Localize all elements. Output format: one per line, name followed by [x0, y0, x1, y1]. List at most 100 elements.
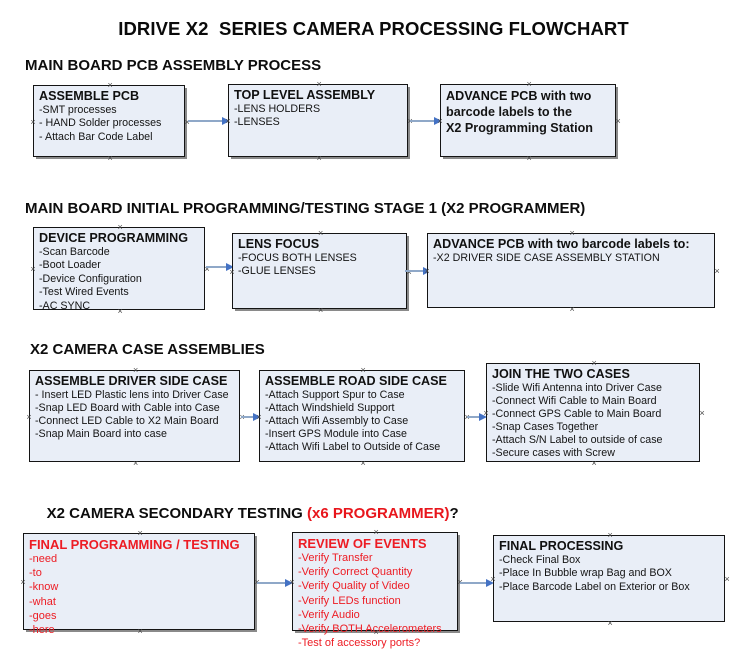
process-box-join-the-two-cases[interactable]: JOIN THE TWO CASES -Slide Wifi Antenna i…	[486, 363, 700, 462]
handle-bottom	[316, 155, 323, 162]
list-item: -AC SYNC	[39, 299, 91, 312]
process-box-top-level-assembly[interactable]: TOP LEVEL ASSEMBLY -LENS HOLDERS -LENSES	[228, 84, 408, 157]
handle-top	[591, 360, 598, 367]
connector-arrow-1-1	[188, 116, 230, 125]
list-item: -Verify Quality of Video	[298, 580, 410, 593]
section-heading-3: X2 CAMERA CASE ASSEMBLIES	[30, 341, 265, 358]
list-item: -to	[29, 567, 42, 580]
arrow-shaft	[206, 266, 227, 268]
section-heading-4: X2 CAMERA SECONDARY TESTING (x6 PROGRAMM…	[30, 488, 459, 539]
handle-right	[615, 118, 622, 125]
list-item: -Verify Transfer	[298, 552, 373, 564]
process-box-assemble-pcb[interactable]: ASSEMBLE PCB -SMT processes - HAND Solde…	[33, 85, 185, 157]
list-item: barcode labels to the	[446, 105, 572, 119]
arrow-head-icon	[222, 116, 230, 125]
list-item: -Device Configuration	[39, 272, 142, 285]
connector-arrow-1-2	[410, 116, 442, 125]
section-heading-1: MAIN BOARD PCB ASSEMBLY PROCESS	[25, 57, 322, 74]
arrow-head-icon	[434, 116, 442, 125]
process-box-device-programming[interactable]: DEVICE PROGRAMMING -Scan Barcode -Boot L…	[30, 224, 205, 313]
list-item: -Snap Cases Together	[492, 421, 599, 433]
process-box-assemble-driver-side-case[interactable]: ASSEMBLE DRIVER SIDE CASE - Insert LED P…	[29, 370, 240, 462]
process-box-lens-focus[interactable]: LENS FOCUS -FOCUS BOTH LENSES -GLUE LENS…	[232, 233, 407, 309]
handle-top	[316, 81, 323, 88]
list-item: -what	[29, 595, 56, 608]
box-item-list: - Insert LED Plastic lens into Driver Ca…	[35, 389, 235, 441]
box-item-list: -X2 DRIVER SIDE CASE ASSEMBLY STATION	[433, 252, 710, 265]
process-box-advance-pcb-driver-side-station[interactable]: ADVANCE PCB with two barcode labels to: …	[427, 233, 715, 308]
section-heading-4-tail: ?	[449, 505, 459, 522]
handle-bottom	[526, 155, 533, 162]
connector-arrow-4-1	[257, 578, 293, 587]
handle-left	[30, 266, 37, 273]
handle-top	[569, 230, 576, 237]
list-item: -Attach Wifi Assembly to Case	[265, 415, 409, 427]
list-item: -Attach Support Spur to Case	[265, 389, 405, 401]
handle-bottom	[591, 460, 598, 467]
section-heading-4-main: X2 CAMERA SECONDARY TESTING	[46, 505, 307, 522]
handle-top	[117, 224, 124, 231]
box-item-list: -Scan Barcode -Boot Loader -Device Confi…	[39, 246, 200, 313]
list-item: X2 Programming Station	[446, 121, 593, 135]
handle-bottom	[360, 460, 367, 467]
list-item: -Verify Correct Quantity	[298, 566, 413, 579]
connector-arrow-2-1	[206, 262, 234, 271]
arrow-head-icon	[479, 412, 487, 421]
box-item-list: -LENS HOLDERS -LENSES	[234, 103, 403, 130]
list-item: -Boot Loader	[39, 259, 101, 272]
arrow-head-icon	[486, 578, 494, 587]
process-box-final-processing[interactable]: FINAL PROCESSING -Check Final Box -Place…	[493, 535, 725, 622]
arrow-head-icon	[253, 412, 261, 421]
list-item: -know	[29, 581, 59, 594]
process-box-advance-pcb-programming-station[interactable]: ADVANCE PCB with two barcode labels to t…	[440, 84, 616, 157]
box-header: LENS FOCUS	[238, 237, 320, 251]
process-box-final-programming-testing[interactable]: FINAL PROGRAMMING / TESTING -need -to -k…	[20, 533, 255, 636]
handle-top	[607, 532, 614, 539]
list-item: -Scan Barcode	[39, 246, 110, 258]
box-header: ASSEMBLE ROAD SIDE CASE	[265, 374, 447, 388]
handle-left	[26, 414, 33, 421]
handle-top	[360, 367, 367, 374]
box-item-list: barcode labels to the X2 Programming Sta…	[446, 104, 611, 136]
list-item: -Verify LEDs function	[298, 594, 401, 607]
handle-bottom	[107, 155, 114, 162]
arrow-shaft	[460, 582, 487, 584]
connector-arrow-3-2	[467, 412, 487, 421]
arrow-head-icon	[226, 262, 234, 271]
list-item: -Test Wired Events	[39, 286, 129, 299]
box-item-list: -Slide Wifi Antenna into Driver Case -Co…	[492, 382, 695, 460]
list-item: -Place Barcode Label on Exterior or Box	[499, 580, 690, 593]
list-item: -Attach S/N Label to outside of case	[492, 434, 663, 446]
box-header: TOP LEVEL ASSEMBLY	[234, 88, 376, 102]
list-item: -FOCUS BOTH LENSES	[238, 252, 357, 264]
handle-bottom	[132, 460, 139, 467]
handle-bottom	[317, 307, 324, 314]
process-box-review-of-events[interactable]: REVIEW OF EVENTS -Verify Transfer -Verif…	[292, 532, 458, 649]
list-item: -Slide Wifi Antenna into Driver Case	[492, 382, 662, 394]
list-item: -GLUE LENSES	[238, 265, 316, 278]
arrow-shaft	[188, 120, 223, 122]
list-item: -Snap Main Board into case	[35, 428, 167, 440]
box-header: FINAL PROCESSING	[499, 539, 624, 553]
list-item: -Attach Windshield Support	[265, 402, 395, 414]
arrow-shaft	[257, 582, 286, 584]
box-header: JOIN THE TWO CASES	[492, 367, 630, 381]
list-item: -LENS HOLDERS	[234, 103, 321, 115]
list-item: - Attach Bar Code Label	[39, 130, 153, 143]
box-header: ADVANCE PCB with two	[446, 89, 592, 103]
list-item: -X2 DRIVER SIDE CASE ASSEMBLY STATION	[433, 252, 660, 264]
handle-left	[30, 119, 37, 126]
list-item: -Connect GPS Cable to Main Board	[492, 408, 662, 420]
box-item-list: -Verify Transfer -Verify Correct Quantit…	[298, 551, 453, 650]
box-header: ASSEMBLE DRIVER SIDE CASE	[35, 374, 228, 388]
list-item: -Secure cases with Screw	[492, 447, 615, 459]
handle-top	[317, 230, 324, 237]
box-header: ASSEMBLE PCB	[39, 89, 140, 103]
handle-left	[20, 579, 27, 586]
process-box-assemble-road-side-case[interactable]: ASSEMBLE ROAD SIDE CASE -Attach Support …	[259, 370, 465, 462]
box-item-list: -Attach Support Spur to Case -Attach Win…	[265, 389, 460, 454]
box-item-list: -need -to -know -what -goes -here	[29, 552, 250, 637]
list-item: -Snap LED Board with Cable into Case	[35, 402, 220, 414]
list-item: -Insert GPS Module into Case	[265, 428, 407, 440]
handle-right	[699, 410, 706, 417]
